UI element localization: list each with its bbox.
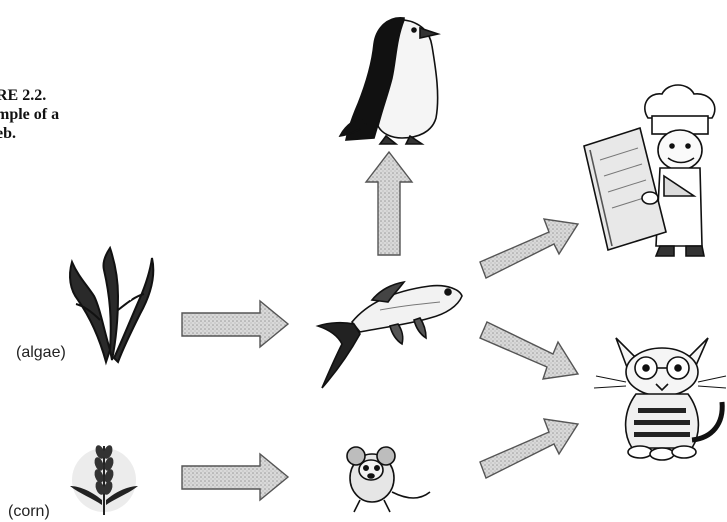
arrow-mouse-to-cat xyxy=(480,419,578,478)
wheat-icon xyxy=(70,444,138,515)
arrow-corn-to-mouse xyxy=(182,454,288,500)
seaweed-icon xyxy=(70,248,153,362)
chef-with-book-icon xyxy=(584,85,715,256)
penguin-icon xyxy=(340,18,438,144)
arrow-fish-to-cat xyxy=(480,322,578,379)
mouse-icon xyxy=(347,447,430,512)
arrow-algae-to-fish xyxy=(182,301,288,347)
arrow-fish-to-chef xyxy=(480,219,578,278)
arrow-fish-to-penguin xyxy=(366,152,412,255)
fish-icon xyxy=(318,282,462,388)
cat-icon xyxy=(594,338,726,460)
